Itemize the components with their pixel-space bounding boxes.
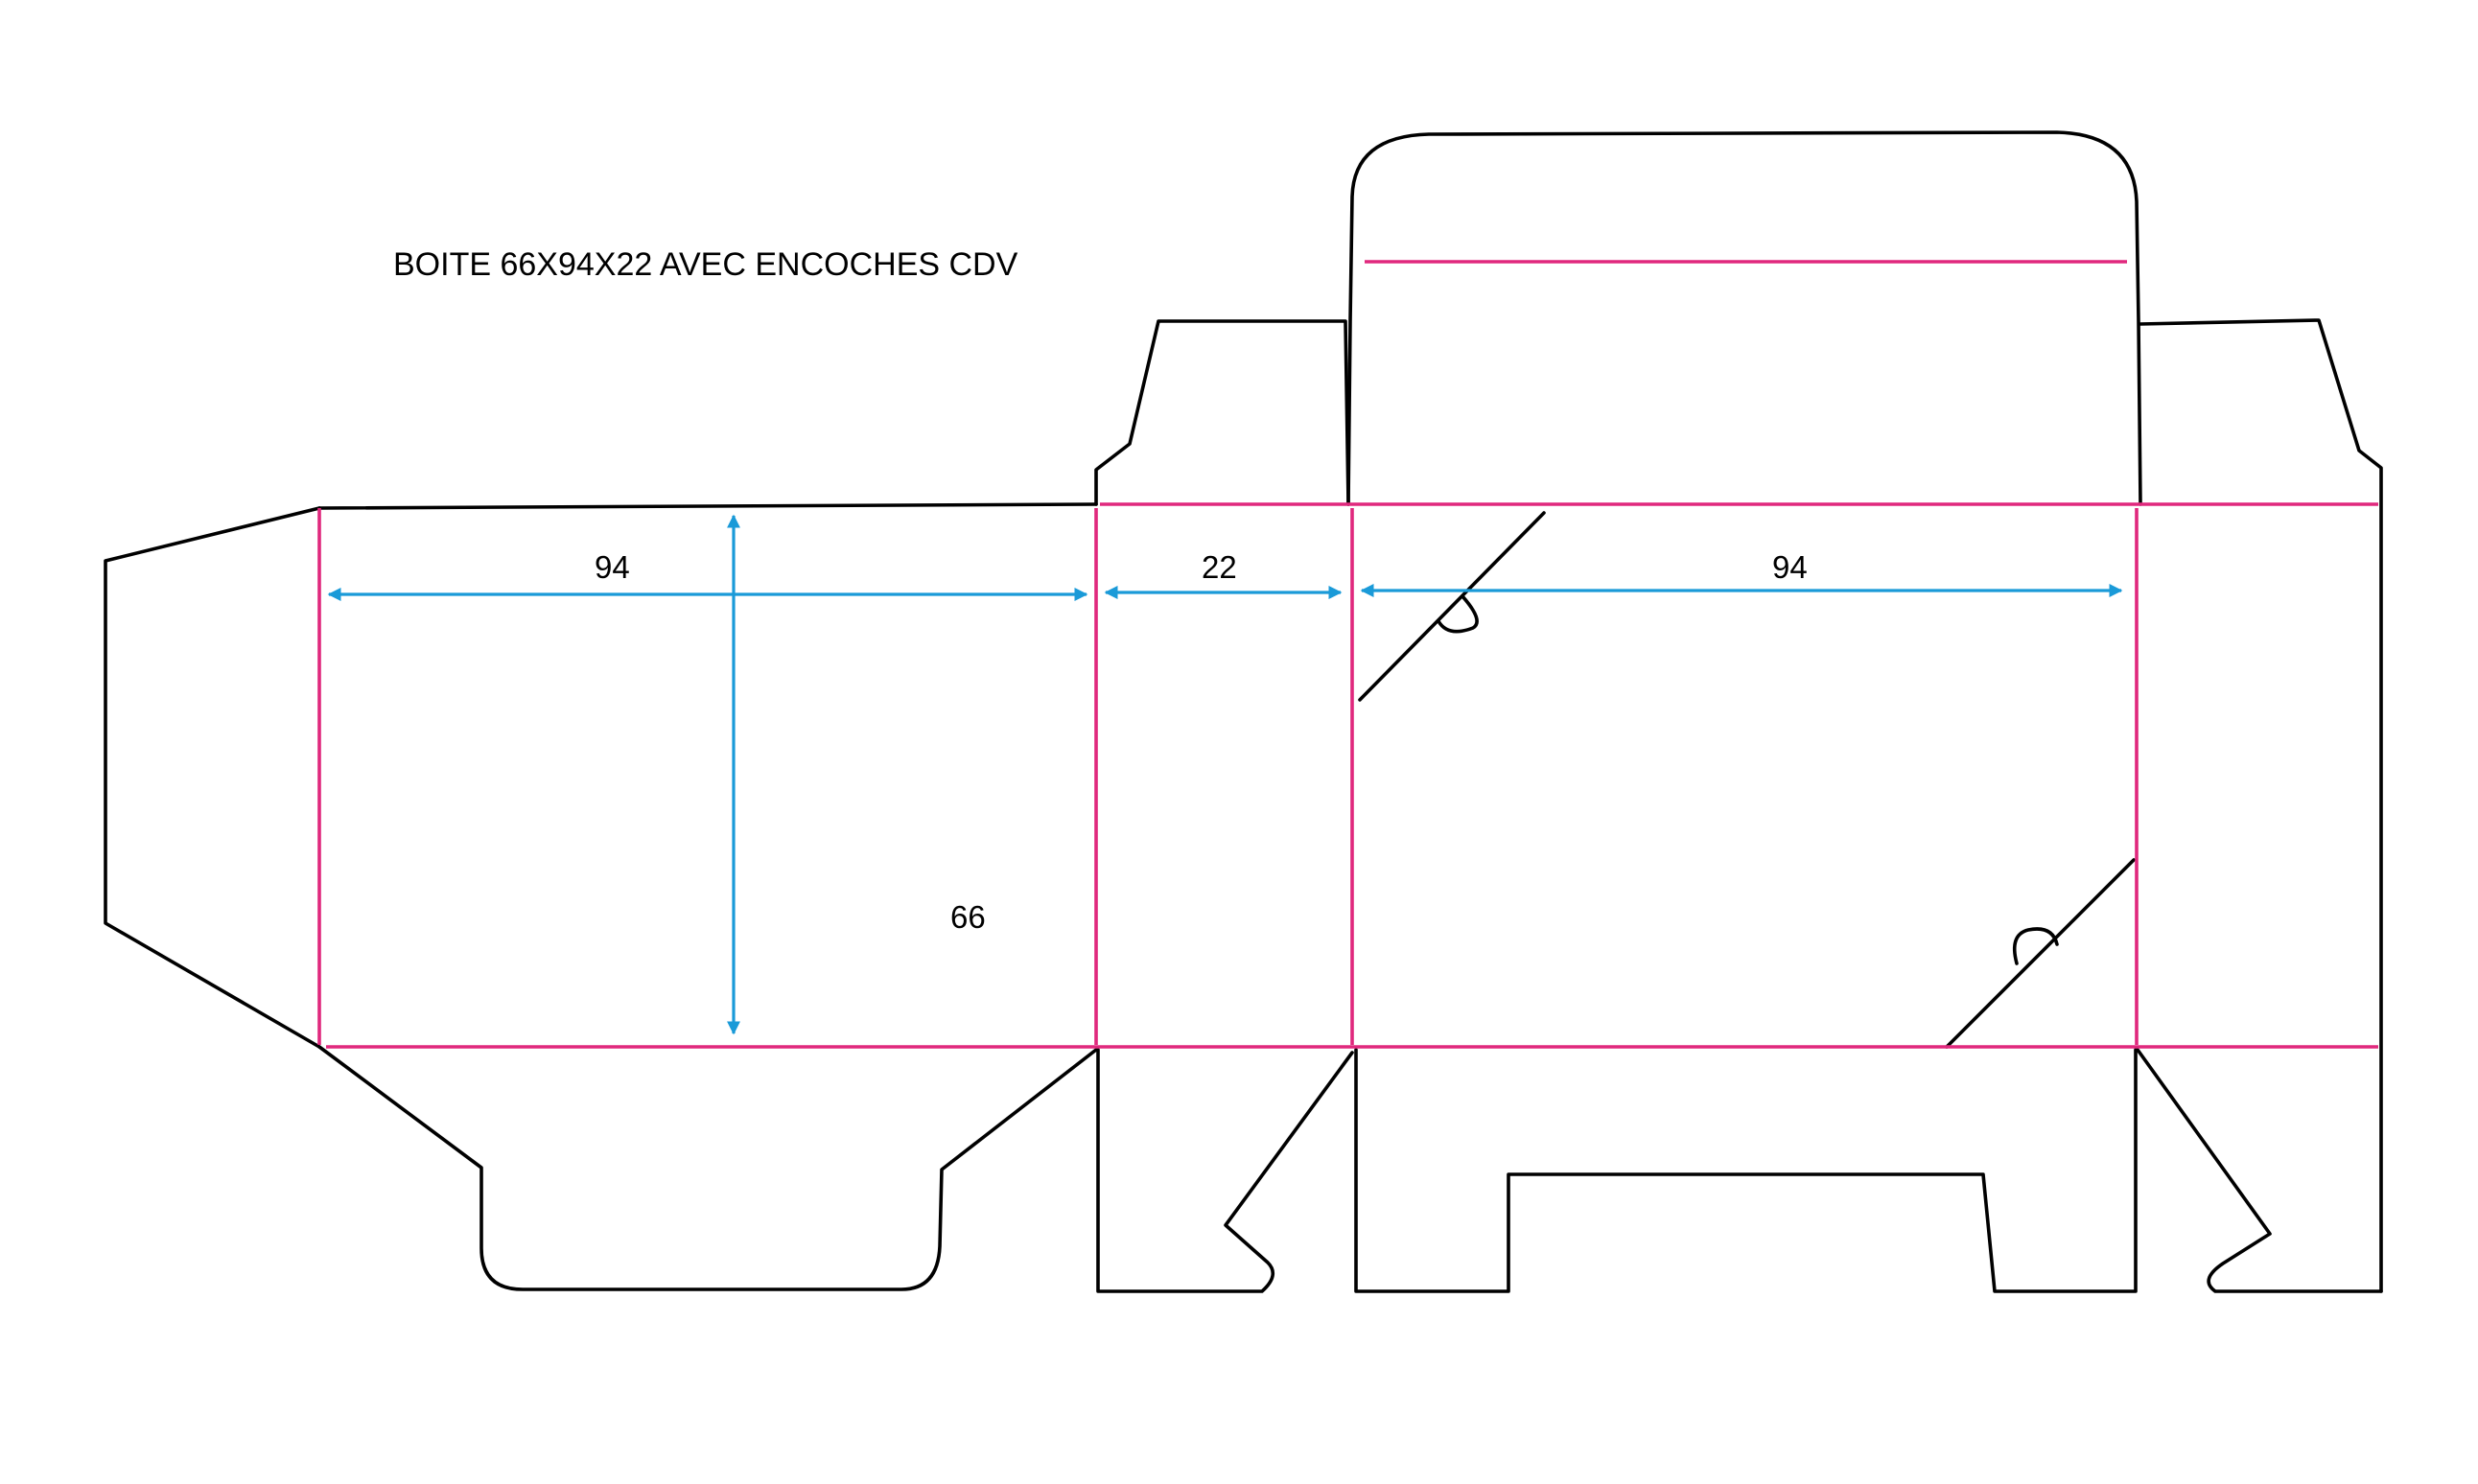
top-tuck-flap-cut <box>1346 130 2142 506</box>
lower-notch-tab <box>2012 927 2059 965</box>
upper-notch-slit <box>1358 511 1546 702</box>
bottom-depth-flap-cut <box>1096 1048 1354 1293</box>
top-left-dust-flap-cut <box>1094 319 1350 506</box>
dimension-label-height: 66 <box>950 899 986 935</box>
dimension-label-width-right: 94 <box>1772 549 1808 585</box>
dimension-label-width-left: 94 <box>595 549 630 585</box>
cut-lines <box>104 130 2383 1293</box>
diagram-title: BOITE 66X94X22 AVEC ENCOCHES CDV <box>393 246 1018 283</box>
bottom-front-flap-cut <box>1354 1048 2138 1293</box>
lower-notch-slit <box>1945 858 2136 1049</box>
left-glue-flap-cut <box>104 506 321 1049</box>
dimension-arrows <box>327 514 2123 1035</box>
dimension-label-depth: 22 <box>1202 549 1237 585</box>
left-bottom-flap-cut <box>317 1045 1098 1291</box>
upper-notch-tab <box>1437 594 1479 634</box>
bottom-right-flap-cut <box>2136 1048 2383 1293</box>
left-panel-top-cut <box>317 502 1098 510</box>
fold-lines <box>317 260 2378 1049</box>
top-right-dust-flap-cut <box>2139 318 2383 1293</box>
